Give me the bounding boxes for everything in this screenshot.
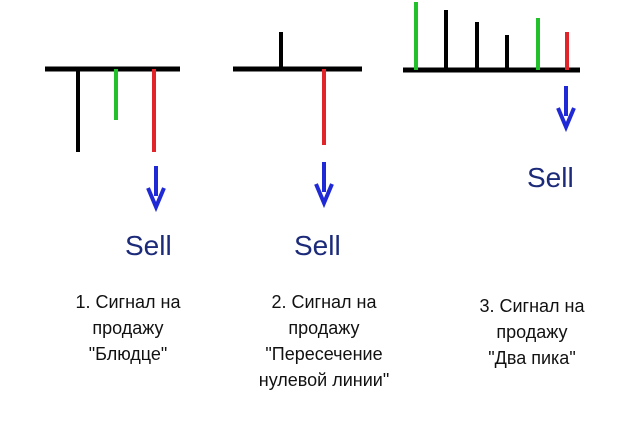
signal-caption: 1. Сигнал на продажу "Блюдце": [48, 289, 208, 367]
panel-saucer: [45, 66, 180, 213]
sell-label: Sell: [125, 230, 172, 261]
sell-label: Sell: [294, 230, 341, 261]
signal-caption: 2. Сигнал на продажу "Пересечение нулево…: [234, 289, 414, 393]
caption-line: продажу: [496, 322, 568, 342]
sell-label: Sell: [527, 162, 574, 193]
caption-line: 2. Сигнал на: [271, 292, 377, 312]
caption-line: продажу: [288, 318, 360, 338]
arrow-down-icon: [556, 86, 576, 133]
arrow-down-icon: [146, 166, 166, 213]
caption-line: 3. Сигнал на: [479, 296, 585, 316]
caption-line: 1. Сигнал на: [75, 292, 181, 312]
arrow-down-icon: [314, 162, 334, 209]
caption-line: "Пересечение: [265, 344, 383, 364]
signal-caption: 3. Сигнал на продажу "Два пика": [452, 293, 612, 371]
panel-two-peaks: [403, 2, 580, 133]
caption-line: нулевой линии": [258, 370, 390, 390]
caption-line: "Два пика": [488, 348, 576, 368]
caption-line: "Блюдце": [88, 344, 168, 364]
caption-line: продажу: [92, 318, 164, 338]
panel-zero-cross: [233, 32, 362, 209]
